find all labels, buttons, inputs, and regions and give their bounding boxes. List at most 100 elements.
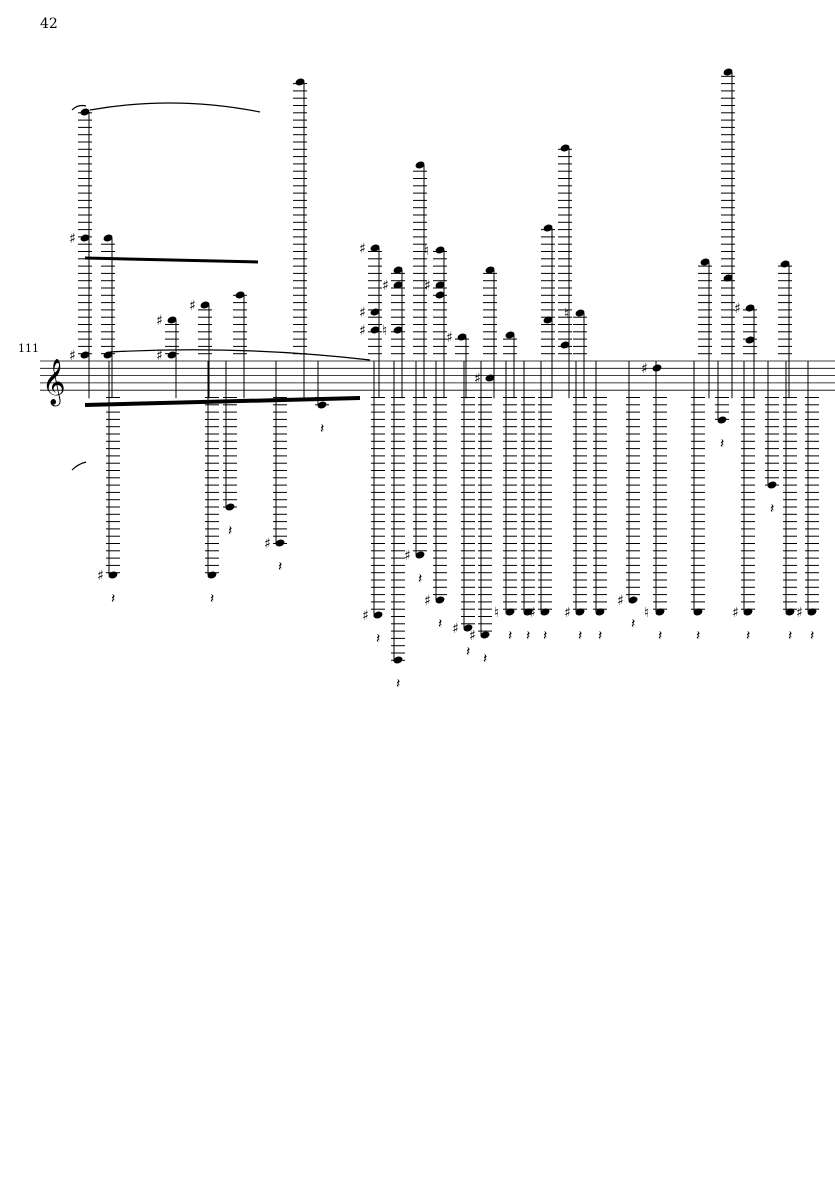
sharp-icon: ♯ (382, 278, 389, 294)
sharp-icon: ♯ (424, 593, 431, 609)
notehead (723, 68, 733, 76)
notehead (370, 326, 380, 334)
notehead (435, 246, 445, 254)
sharp-icon: ♯ (264, 536, 271, 552)
beam (84, 256, 259, 264)
sharp-icon: ♯ (424, 278, 431, 294)
notehead (807, 608, 817, 616)
notehead (370, 308, 380, 316)
rest-icon: 𝄽 (631, 616, 635, 632)
notehead (80, 351, 90, 359)
notehead (103, 351, 113, 359)
rest-icon: 𝄽 (788, 628, 792, 644)
notehead (595, 608, 605, 616)
notehead (505, 608, 515, 616)
notehead (167, 351, 177, 359)
notehead (370, 244, 380, 252)
notehead (780, 260, 790, 268)
notehead (745, 304, 755, 312)
notehead (717, 416, 727, 424)
notehead (108, 571, 118, 579)
rest-icon: 𝄽 (418, 571, 422, 587)
notehead (543, 224, 553, 232)
notehead (457, 333, 467, 341)
sharp-icon: ♯ (452, 621, 459, 637)
rest-icon: 𝄽 (466, 644, 470, 660)
notehead (435, 596, 445, 604)
notehead (523, 608, 533, 616)
sharp-icon: ♯ (469, 628, 476, 644)
notehead (693, 608, 703, 616)
notehead (543, 316, 553, 324)
notehead (575, 608, 585, 616)
sharp-icon: ♯ (69, 348, 76, 364)
notehead (207, 571, 217, 579)
sharp-icon: ♯ (446, 330, 453, 346)
sharp-icon: ♯ (362, 608, 369, 624)
sharp-icon: ♯ (359, 305, 366, 321)
notehead (295, 78, 305, 86)
notehead (743, 608, 753, 616)
notehead (275, 539, 285, 547)
rest-icon: 𝄽 (508, 628, 512, 644)
notehead (745, 336, 755, 344)
sharp-icon: ♯ (97, 568, 104, 584)
natural-icon: ♮ (644, 605, 649, 621)
rest-icon: 𝄽 (111, 591, 115, 607)
rest-icon: 𝄽 (598, 628, 602, 644)
rest-icon: 𝄽 (526, 628, 530, 644)
notehead (373, 611, 383, 619)
notehead (415, 161, 425, 169)
tie (71, 461, 87, 471)
notehead (540, 608, 550, 616)
rest-icon: 𝄽 (770, 501, 774, 517)
notehead (485, 266, 495, 274)
sharp-icon: ♯ (796, 605, 803, 621)
notehead (723, 274, 733, 282)
notehead (167, 316, 177, 324)
notehead (393, 266, 403, 274)
notehead (560, 144, 570, 152)
notehead (560, 341, 570, 349)
notehead (393, 326, 403, 334)
tie (89, 102, 261, 113)
rest-icon: 𝄽 (720, 436, 724, 452)
notehead (393, 281, 403, 289)
sharp-icon: ♯ (474, 371, 481, 387)
natural-icon: ♮ (494, 605, 499, 621)
sharp-icon: ♯ (189, 298, 196, 314)
notehead (785, 608, 795, 616)
rest-icon: 𝄽 (696, 628, 700, 644)
notehead (767, 481, 777, 489)
notehead (435, 281, 445, 289)
sharp-icon: ♯ (359, 241, 366, 257)
notehead (393, 656, 403, 664)
rest-icon: 𝄽 (746, 628, 750, 644)
treble-clef-icon: 𝄞 (42, 359, 66, 407)
slur (109, 349, 371, 361)
rest-icon: 𝄽 (278, 559, 282, 575)
notehead (435, 291, 445, 299)
rest-icon: 𝄽 (438, 616, 442, 632)
sharp-icon: ♯ (732, 605, 739, 621)
rest-icon: 𝄽 (578, 628, 582, 644)
rest-icon: 𝄽 (228, 523, 232, 539)
sharp-icon: ♯ (69, 231, 76, 247)
notehead (575, 309, 585, 317)
notehead (485, 374, 495, 382)
sharp-icon: ♯ (156, 348, 163, 364)
notehead (103, 234, 113, 242)
notehead (628, 596, 638, 604)
rest-icon: 𝄽 (543, 628, 547, 644)
rest-icon: 𝄽 (320, 421, 324, 437)
sharp-icon: ♯ (529, 605, 536, 621)
measure-number: 111 (18, 342, 39, 355)
rest-icon: 𝄽 (396, 676, 400, 692)
page-number: 42 (40, 16, 58, 32)
rest-icon: 𝄽 (658, 628, 662, 644)
natural-icon: ♮ (564, 306, 569, 322)
rest-icon: 𝄽 (376, 631, 380, 647)
natural-icon: ♮ (424, 243, 429, 259)
notehead (80, 234, 90, 242)
notehead (235, 291, 245, 299)
